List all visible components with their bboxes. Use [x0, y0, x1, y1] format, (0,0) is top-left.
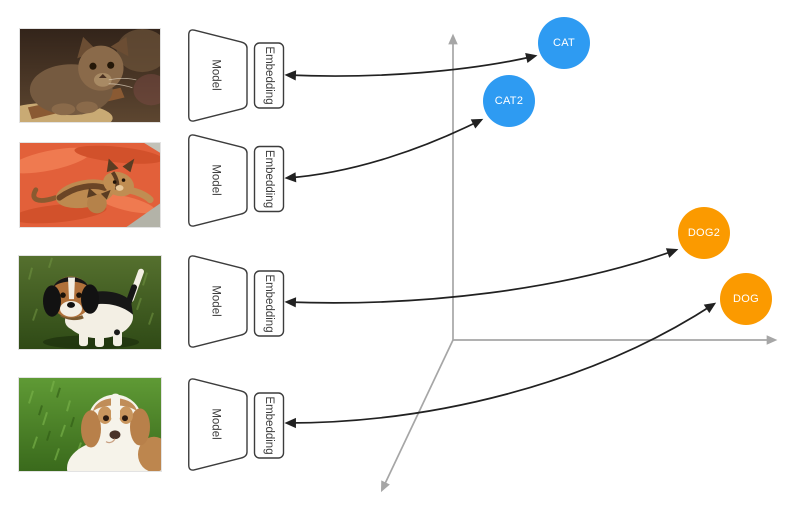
embedding-label-2: Embedding — [263, 150, 275, 208]
brown-white-dog-illustration — [19, 378, 161, 471]
embedding-label-1: Embedding — [263, 46, 275, 104]
abyssinian-cat-illustration — [20, 29, 160, 122]
embedding-point-cat: CAT — [538, 17, 590, 69]
embedding-box-1 — [253, 42, 285, 109]
embedding-box-4 — [253, 392, 285, 459]
cat-photo-2 — [19, 142, 161, 228]
model-trapezoid-3 — [188, 255, 248, 348]
kittens-on-blanket-illustration — [20, 143, 160, 227]
point-label-cat: CAT — [552, 37, 576, 49]
model-label-4: Model — [210, 408, 222, 439]
point-label-dog2: DOG2 — [687, 227, 721, 239]
arrow-embedding1-to-cat — [284, 53, 538, 81]
dog-photo-1 — [18, 255, 162, 350]
cat-photo-1 — [19, 28, 161, 123]
model-trapezoid-2 — [188, 134, 248, 227]
embedding-point-dog: DOG — [720, 273, 772, 325]
model-label-3: Model — [210, 285, 222, 316]
embedding-label-4: Embedding — [263, 396, 275, 454]
beagle-puppy-illustration — [19, 256, 161, 349]
embedding-box-2 — [253, 145, 285, 213]
point-label-dog: DOG — [733, 293, 759, 305]
point-label-cat2: CAT2 — [494, 95, 524, 107]
embedding-point-cat2: CAT2 — [483, 75, 535, 127]
model-label-2: Model — [210, 164, 222, 195]
z-axis — [380, 339, 454, 493]
embedding-point-dog2: DOG2 — [678, 207, 730, 259]
arrow-embedding3-to-dog2 — [284, 248, 679, 308]
dog-photo-2 — [18, 377, 162, 472]
model-trapezoid-1 — [188, 29, 248, 122]
model-label-1: Model — [210, 59, 222, 90]
arrow-embedding2-to-cat2 — [284, 118, 484, 183]
embedding-label-3: Embedding — [263, 274, 275, 332]
model-trapezoid-4 — [188, 378, 248, 471]
embedding-space-axes — [380, 33, 778, 493]
arrow-embedding4-to-dog — [284, 302, 717, 429]
embedding-box-3 — [253, 270, 285, 337]
